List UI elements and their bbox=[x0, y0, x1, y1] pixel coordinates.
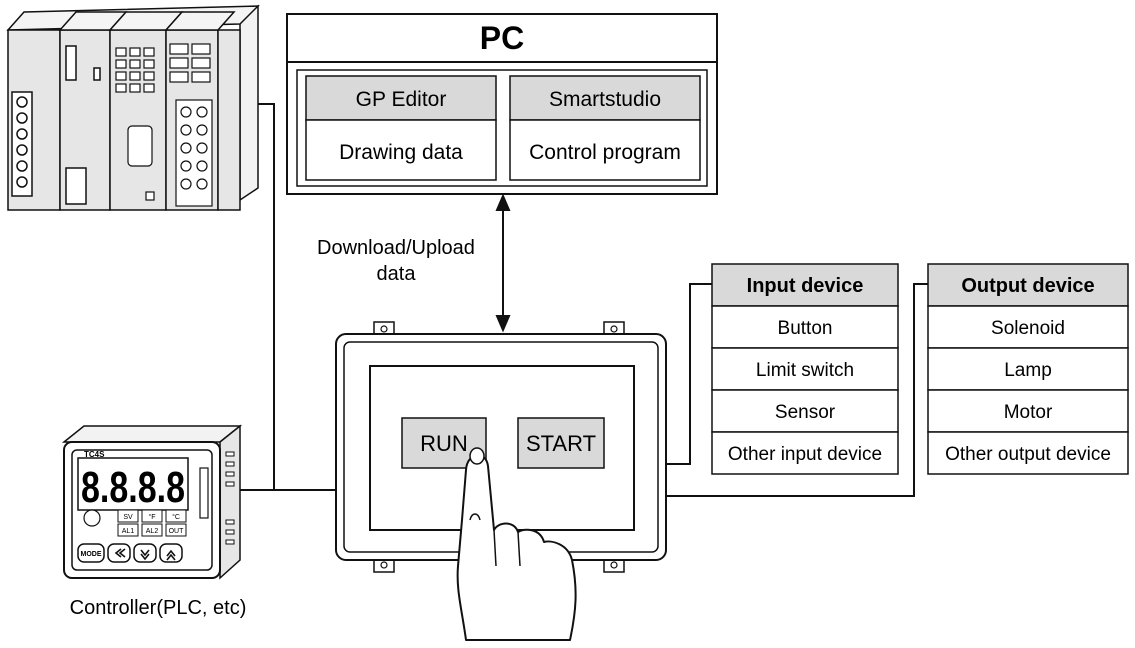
download-upload-label-line1: Download/Upload bbox=[317, 237, 475, 259]
output-device-header: Output device bbox=[961, 275, 1094, 297]
output-item-solenoid: Solenoid bbox=[991, 318, 1065, 339]
indicator-out: OUT bbox=[169, 528, 185, 535]
smartstudio-label: Smartstudio bbox=[549, 88, 661, 111]
input-item-limit-switch: Limit switch bbox=[756, 360, 854, 381]
temperature-controller-illustration bbox=[61, 424, 243, 580]
gp-editor-label: GP Editor bbox=[356, 88, 447, 111]
control-program-label: Control program bbox=[529, 141, 681, 164]
output-item-other: Other output device bbox=[945, 444, 1111, 465]
plc-rack-illustration bbox=[6, 4, 260, 211]
pc-title: PC bbox=[480, 20, 524, 56]
output-device-table bbox=[927, 263, 1129, 475]
input-item-sensor: Sensor bbox=[775, 402, 836, 423]
connection-wires bbox=[240, 103, 928, 497]
input-item-button: Button bbox=[778, 318, 833, 339]
controller-seven-segment-display: 8.8.8.8 bbox=[81, 463, 185, 512]
run-button-label: RUN bbox=[420, 431, 468, 456]
output-item-motor: Motor bbox=[1004, 402, 1053, 423]
controller-key-arrows bbox=[114, 548, 176, 561]
indicator-c: °C bbox=[172, 513, 180, 521]
input-device-table bbox=[711, 263, 899, 475]
indicator-f: °F bbox=[148, 513, 155, 521]
download-upload-arrow bbox=[495, 193, 511, 333]
hmi-touch-panel bbox=[335, 321, 667, 573]
pc-box: PC GP Editor Drawing data Smartstudio Co… bbox=[286, 13, 718, 195]
input-device-header: Input device bbox=[747, 275, 864, 297]
mode-key-label: MODE bbox=[81, 551, 102, 558]
controller-model-label: TC4S bbox=[84, 450, 105, 459]
indicator-al2: AL2 bbox=[146, 528, 159, 535]
download-upload-label-line2: data bbox=[377, 263, 417, 285]
gp-editor-box: GP Editor Drawing data bbox=[305, 75, 497, 181]
controller-caption: Controller(PLC, etc) bbox=[70, 597, 247, 619]
output-item-lamp: Lamp bbox=[1004, 360, 1052, 381]
input-item-other: Other input device bbox=[728, 444, 882, 465]
drawing-data-label: Drawing data bbox=[339, 141, 463, 164]
smartstudio-box: Smartstudio Control program bbox=[509, 75, 701, 181]
indicator-sv: SV bbox=[123, 514, 133, 521]
start-button-label: START bbox=[526, 431, 596, 456]
indicator-al1: AL1 bbox=[122, 528, 135, 535]
pointing-hand-illustration bbox=[456, 447, 577, 641]
